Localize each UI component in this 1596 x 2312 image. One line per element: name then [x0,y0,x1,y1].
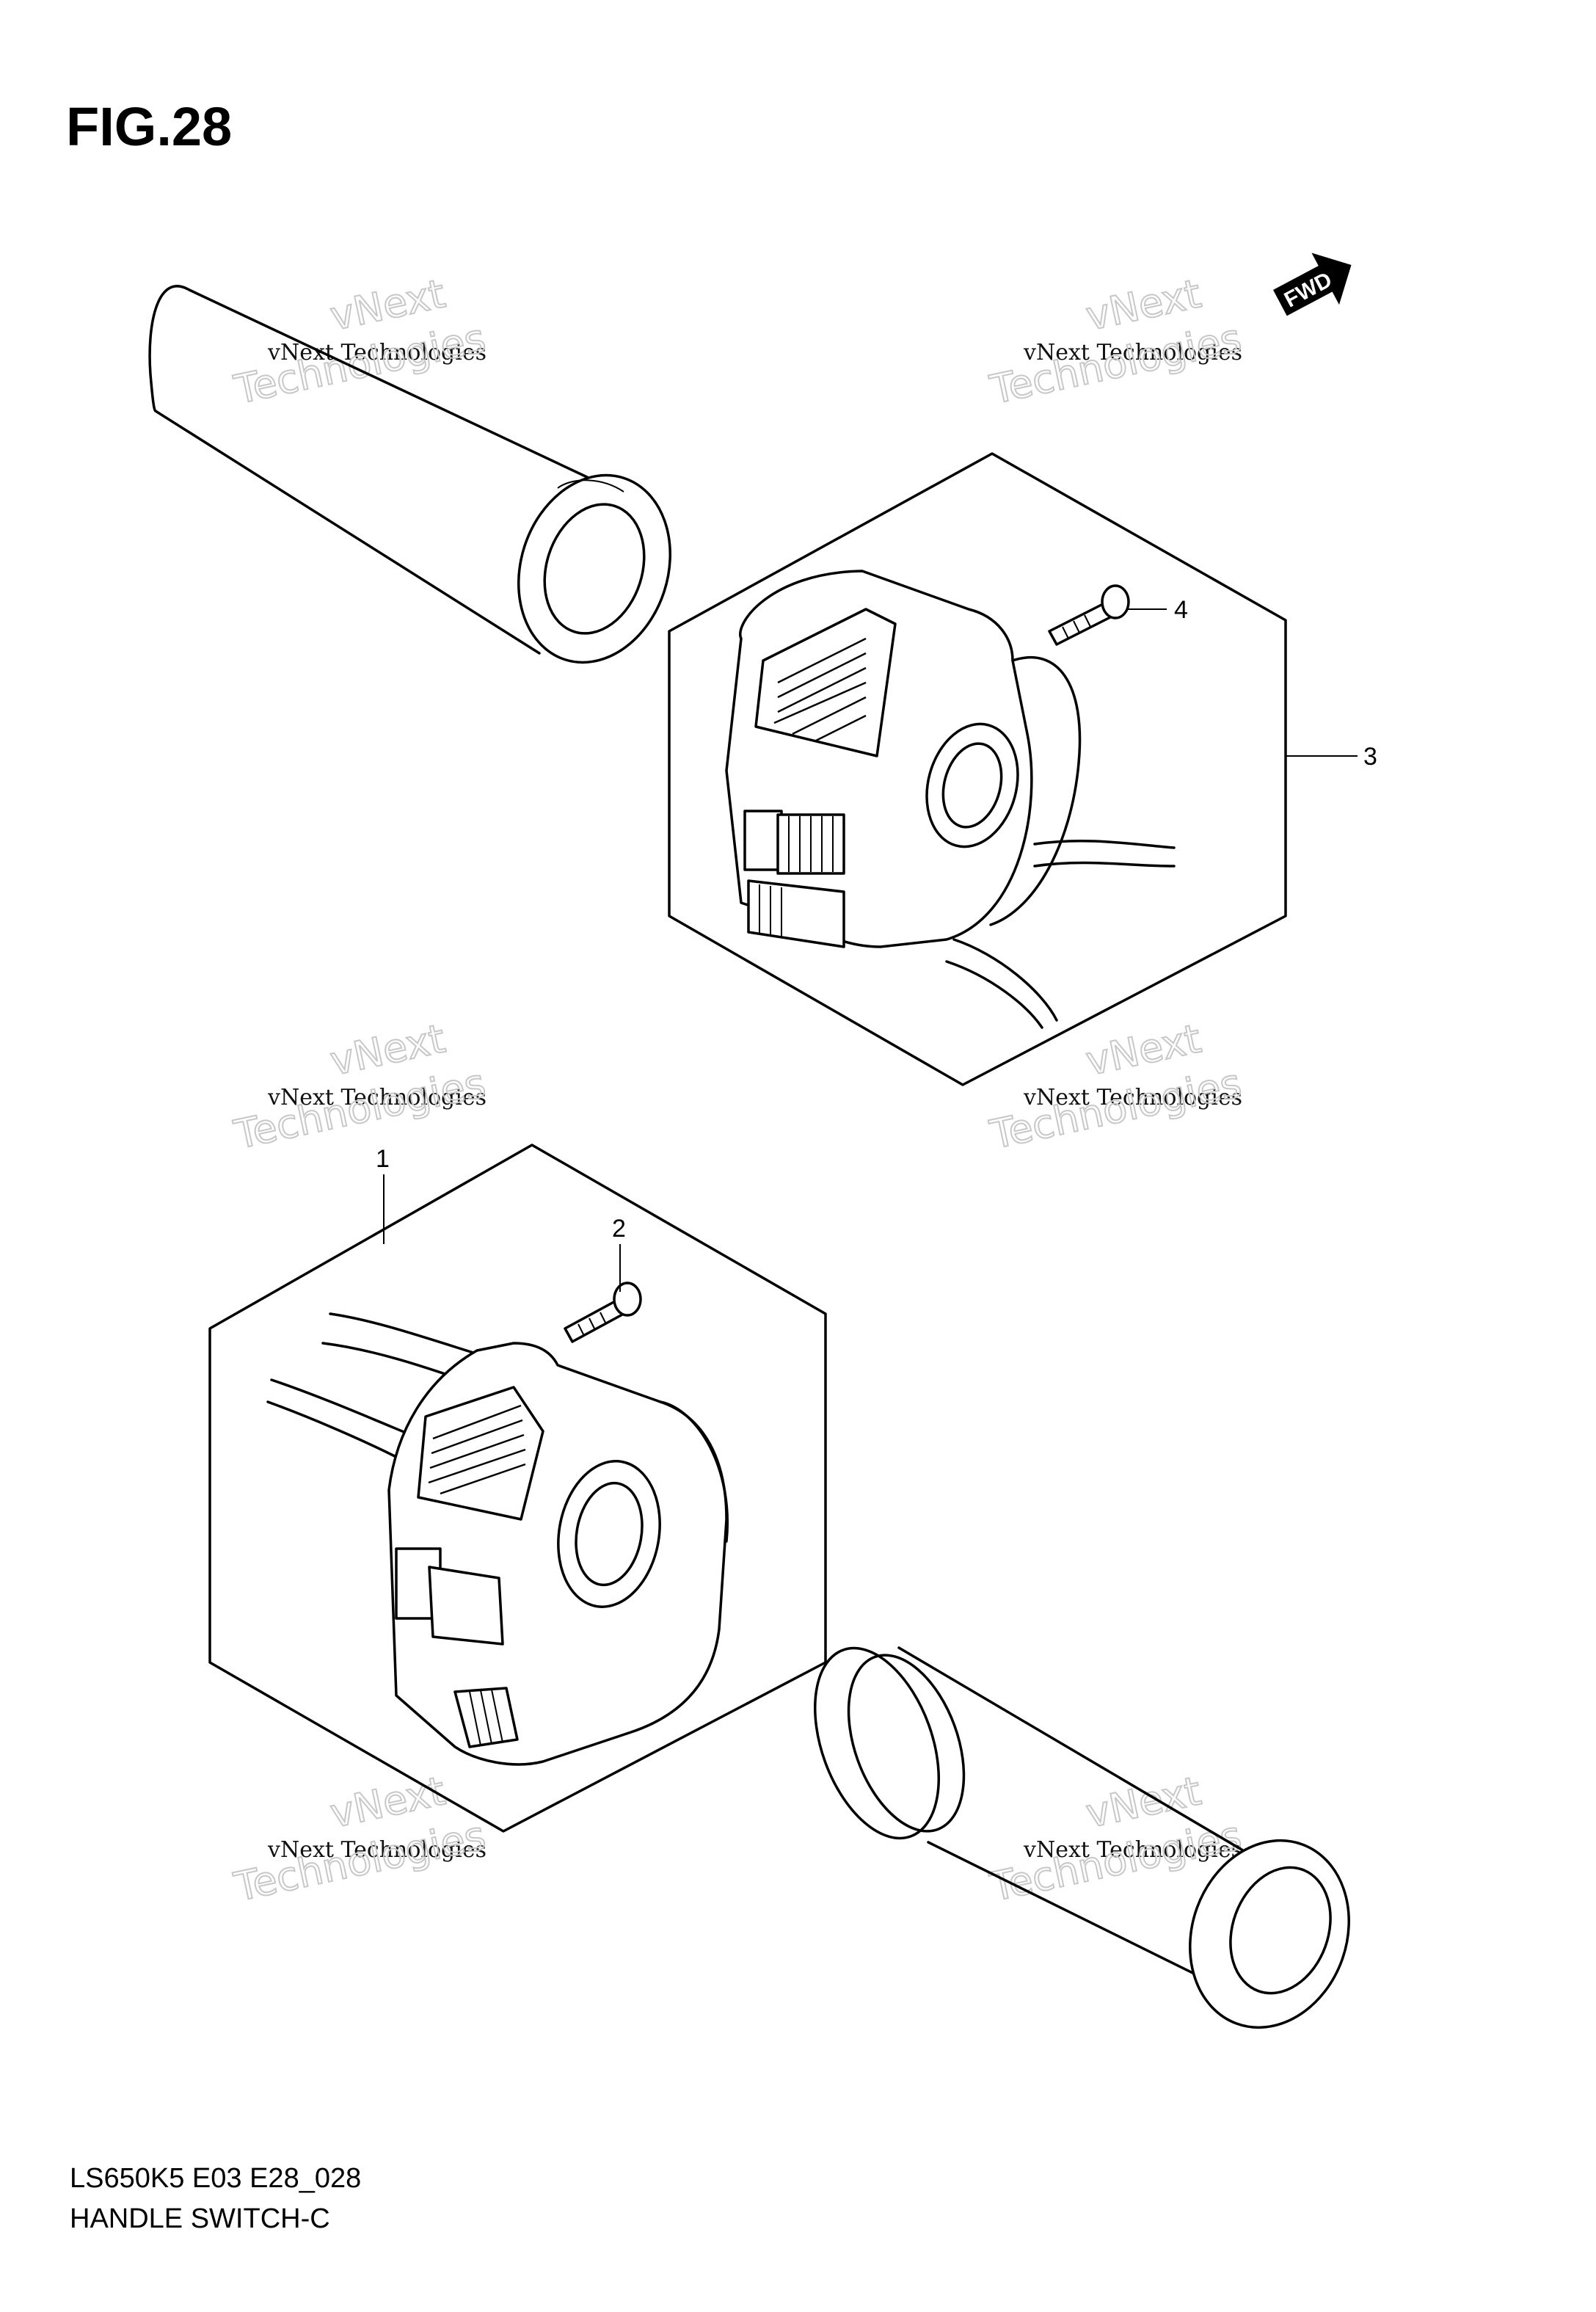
figure-title: FIG.28 [66,96,232,157]
svg-text:vNext Technologies: vNext Technologies [1023,1837,1242,1863]
svg-text:2: 2 [612,1215,626,1243]
svg-text:1: 1 [376,1145,390,1173]
callout-1: 1 [376,1145,390,1244]
screw-4 [1048,584,1130,646]
callout-3: 3 [1286,743,1377,771]
callout-2: 2 [612,1215,626,1292]
screw-2 [564,1282,642,1343]
fwd-arrow-icon: FWD [1273,252,1352,316]
watermark: vNext Technologies vNext Technologies vN… [230,269,1246,1911]
callout-4: 4 [1126,596,1188,624]
svg-text:vNext Technologies: vNext Technologies [1023,340,1242,366]
svg-text:vNext Technologies: vNext Technologies [267,1085,487,1110]
grip-right-bottom [813,1646,1350,2029]
grip-left-top [148,285,671,664]
model-code: LS650K5 E03 E28_028 [70,2163,361,2194]
svg-text:vNext Technologies: vNext Technologies [1023,1085,1242,1110]
switch-assembly-right [668,452,1287,1086]
switch-assembly-left [208,1144,827,1833]
part-group-name: HANDLE SWITCH-C [70,2203,330,2234]
svg-text:4: 4 [1174,596,1188,624]
svg-text:vNext Technologies: vNext Technologies [267,1837,487,1863]
svg-text:3: 3 [1363,743,1377,771]
